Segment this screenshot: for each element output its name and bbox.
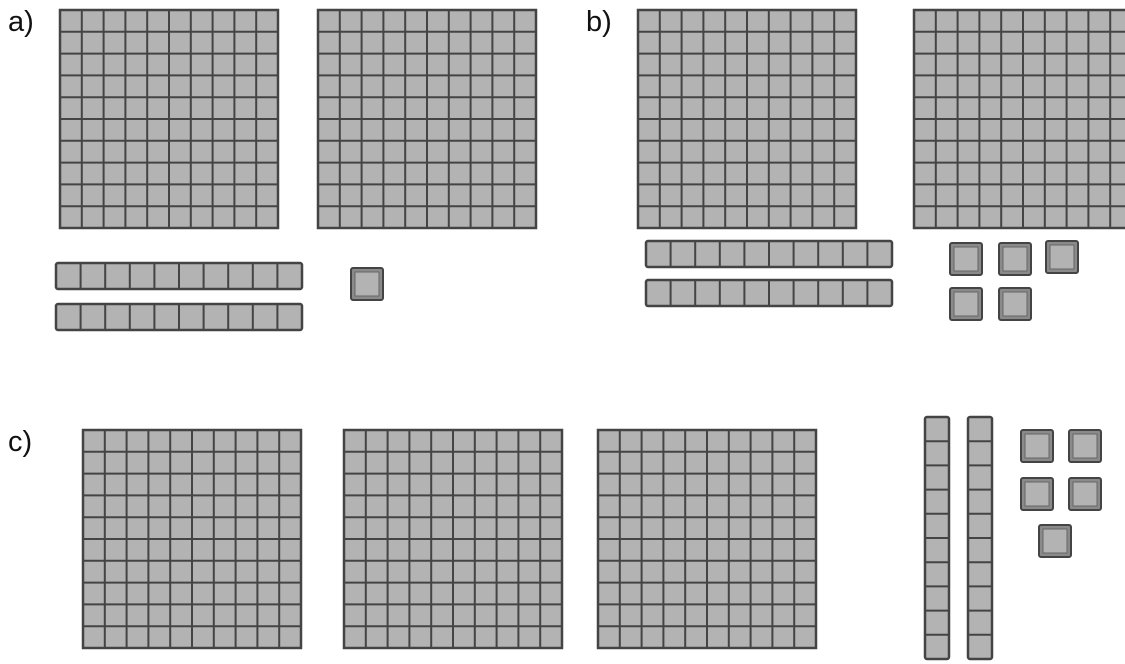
unit-cube-c-3: [1021, 478, 1053, 510]
hundred-flat-a-1: [60, 10, 278, 228]
ten-rod-a-1: [56, 263, 302, 289]
hundred-flat-c-3: [598, 430, 816, 648]
unit-cube-a-1: [351, 268, 383, 300]
hundred-flat-c-2: [344, 430, 562, 648]
unit-cube-b-3: [1046, 241, 1078, 273]
unit-cube-b-1: [950, 243, 982, 275]
unit-cube-c-2: [1069, 430, 1101, 462]
unit-cube-b-5: [999, 288, 1031, 320]
ten-rod-c-1: [925, 417, 949, 659]
hundred-flat-c-1: [83, 430, 301, 648]
unit-cube-c-5: [1039, 525, 1071, 557]
ten-rod-c-2: [968, 417, 992, 659]
ten-rod-b-1: [646, 241, 892, 267]
hundred-flat-b-1: [638, 10, 856, 228]
unit-cube-c-1: [1021, 430, 1053, 462]
unit-cube-b-2: [999, 243, 1031, 275]
ten-rod-a-2: [56, 304, 302, 330]
unit-cube-c-4: [1069, 478, 1101, 510]
ten-rod-b-2: [646, 280, 892, 306]
hundred-flat-a-2: [318, 10, 536, 228]
hundred-flat-b-2: [914, 10, 1125, 228]
unit-cube-b-4: [950, 288, 982, 320]
